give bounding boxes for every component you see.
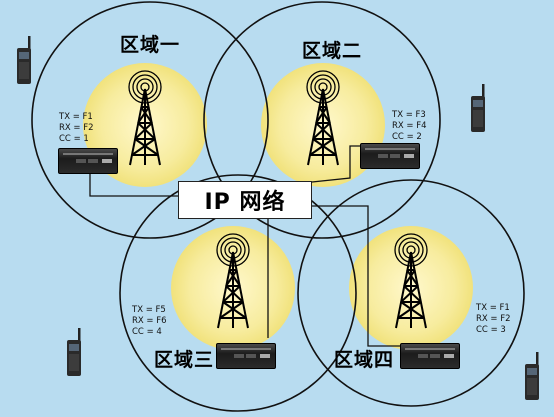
radio-icon	[471, 84, 485, 132]
repeater-icon	[360, 143, 420, 169]
zone-1-params: TX = F1 RX = F2 CC = 1	[59, 112, 94, 145]
zone-3-tx: TX = F5	[132, 305, 166, 315]
zone-4-rx: RX = F2	[476, 314, 511, 324]
zone-2-rx: RX = F4	[392, 121, 427, 131]
zone-ring-2	[203, 1, 441, 239]
zone-4-tx: TX = F1	[476, 303, 510, 313]
radio-icon	[525, 352, 539, 400]
ip-network-label: IP 网络	[204, 190, 286, 215]
repeater-icon	[58, 148, 118, 174]
radio-icon	[17, 36, 31, 84]
zone-4-name: 区域四	[334, 349, 395, 371]
zone-rings	[31, 1, 525, 412]
zone-1-name: 区域一	[120, 34, 181, 56]
zone-1-rx: RX = F2	[59, 123, 94, 133]
network-links	[89, 145, 400, 347]
zone-2-name: 区域二	[302, 40, 363, 62]
zone-4-params: TX = F1 RX = F2 CC = 3	[476, 303, 511, 336]
link-zone-4	[312, 205, 400, 347]
zone-ring-4	[297, 179, 525, 407]
repeater-icon	[400, 343, 460, 369]
zone-4-cc: CC = 3	[476, 325, 506, 335]
zone-2-tx: TX = F3	[392, 110, 426, 120]
zone-ring-1	[31, 1, 269, 239]
zone-3-rx: RX = F6	[132, 316, 167, 326]
zone-2-params: TX = F3 RX = F4 CC = 2	[392, 110, 427, 143]
zone-1-tx: TX = F1	[59, 112, 93, 122]
zone-ring-3	[119, 174, 357, 412]
zone-3-name: 区域三	[154, 349, 215, 371]
radio-icon	[67, 328, 81, 376]
zone-1-cc: CC = 1	[59, 134, 89, 144]
repeater-icon	[216, 343, 276, 369]
zone-2-cc: CC = 2	[392, 132, 422, 142]
zone-3-params: TX = F5 RX = F6 CC = 4	[132, 305, 167, 338]
link-zone-1	[89, 168, 178, 197]
zone-3-cc: CC = 4	[132, 327, 162, 337]
ip-network-box: IP 网络	[178, 181, 312, 219]
link-zone-2	[311, 145, 360, 183]
